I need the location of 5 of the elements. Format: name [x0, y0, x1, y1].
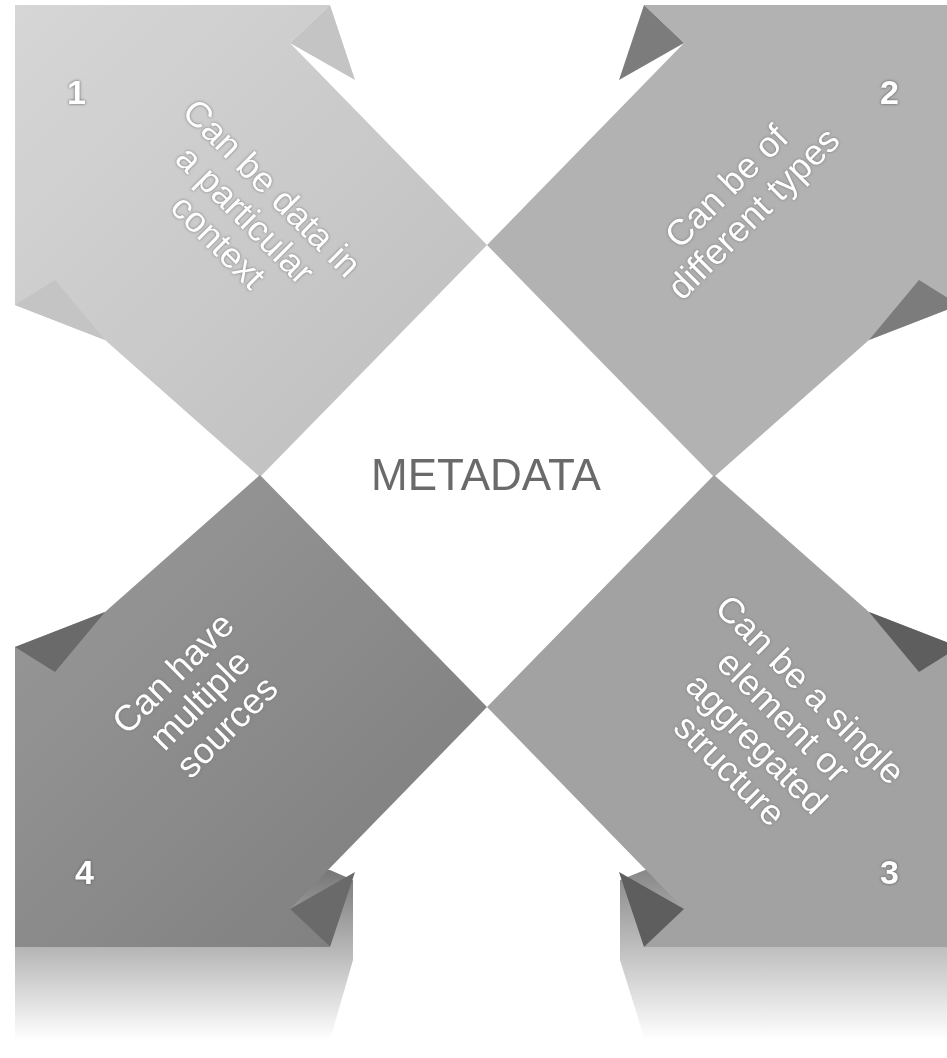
step-number: 1 — [67, 75, 86, 109]
step-number: 4 — [75, 855, 94, 889]
step-number: 2 — [880, 75, 899, 109]
center-title: METADATA — [371, 453, 601, 497]
step-number: 3 — [880, 855, 899, 889]
